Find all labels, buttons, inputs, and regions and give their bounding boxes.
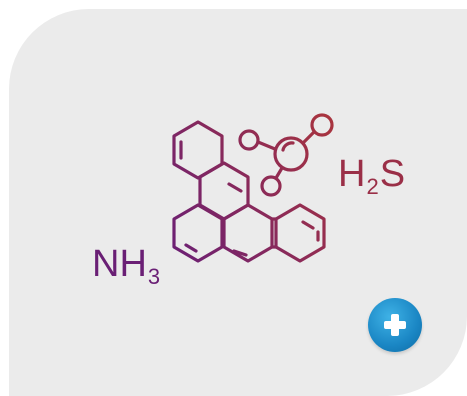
ring-lower-middle [222,203,274,263]
formula-nh3-subscript: 3 [147,264,161,289]
formula-nh3: NH3 [92,245,161,288]
double-bond [301,220,315,230]
formula-h2s-tail: S [379,153,406,195]
atom-small-right [310,113,334,137]
add-button[interactable] [368,298,422,352]
atom-bond [256,140,277,151]
atom-small-left [238,129,260,151]
double-bond [232,249,248,257]
double-bond [227,182,243,193]
atom-large [273,136,309,172]
atom-bond [301,130,316,145]
ring-top-left [172,120,224,180]
formula-h2s-main: H [338,153,366,195]
double-bond [184,243,198,253]
atom-small-bottom [260,175,282,197]
ring-lower-left [172,203,224,263]
formula-nh3-main: NH [92,243,147,285]
formula-h2s: H2S [338,155,405,198]
formula-h2s-subscript: 2 [366,174,379,199]
atom-bond [274,166,284,180]
atom-highlight [281,141,295,152]
plus-icon [384,314,406,336]
